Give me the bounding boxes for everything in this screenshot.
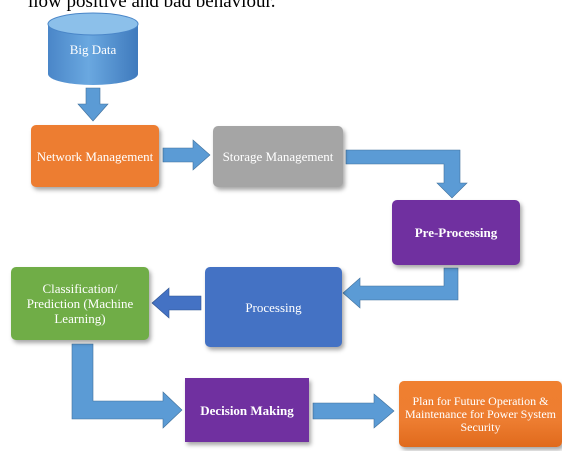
pre-processing-box: Pre-Processing bbox=[392, 200, 520, 265]
storage-management-label: Storage Management bbox=[222, 149, 334, 164]
decision-making-label: Decision Making bbox=[200, 402, 294, 418]
processing-label: Processing bbox=[245, 299, 302, 315]
arrow-storage-to-preprocessing bbox=[345, 149, 468, 199]
arrow-network-to-storage bbox=[162, 139, 211, 171]
big-data-cylinder bbox=[47, 12, 139, 85]
network-management-box: Network Management bbox=[31, 125, 159, 187]
processing-box: Processing bbox=[205, 267, 342, 347]
big-data-label: Big Data bbox=[69, 42, 117, 57]
arrow-bigdata-to-network bbox=[77, 87, 109, 122]
decision-making-box: Decision Making bbox=[185, 378, 309, 442]
classification-prediction-label: Classification/ Prediction (Machine Lear… bbox=[26, 281, 134, 326]
pre-processing-label: Pre-Processing bbox=[414, 225, 498, 240]
arrow-decision-to-plan bbox=[312, 393, 395, 429]
network-management-label: Network Management bbox=[36, 148, 154, 164]
classification-prediction-box: Classification/ Prediction (Machine Lear… bbox=[11, 267, 149, 340]
cropped-caption-text: llow positive and bad behaviour. bbox=[28, 0, 276, 12]
arrow-classification-to-decision bbox=[71, 343, 183, 429]
storage-management-box: Storage Management bbox=[213, 126, 343, 187]
plan-future-operation-label: Plan for Future Operation & Maintenance … bbox=[405, 393, 556, 434]
plan-future-operation-box: Plan for Future Operation & Maintenance … bbox=[399, 381, 562, 447]
arrow-preprocessing-to-processing bbox=[342, 267, 459, 309]
arrow-processing-to-classification bbox=[151, 287, 202, 319]
